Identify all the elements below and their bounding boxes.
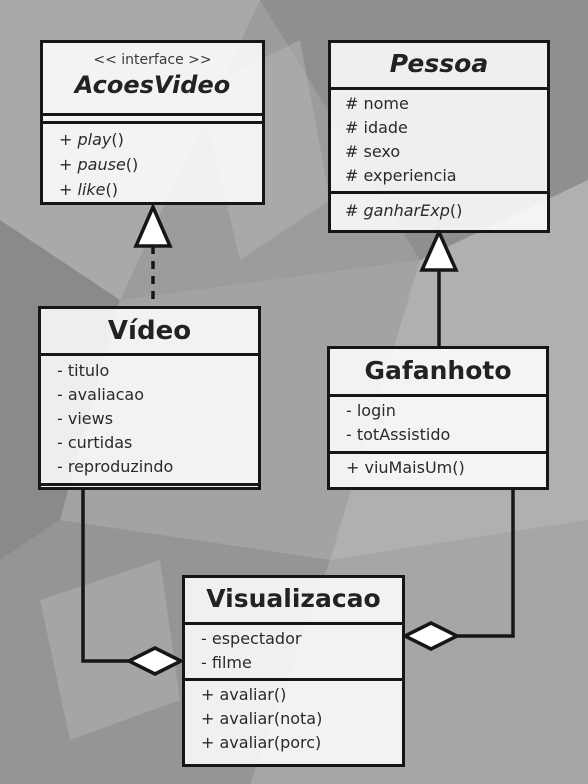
attribute-idade: # idade bbox=[345, 118, 408, 137]
attribute-tot-assistido: - totAssistido bbox=[346, 425, 451, 444]
attribute-curtidas: - curtidas bbox=[57, 433, 133, 452]
attributes-compartment: - titulo - avaliacao - views - curtidas … bbox=[41, 353, 258, 483]
class-name: Gafanhoto bbox=[364, 356, 512, 385]
class-name: Vídeo bbox=[107, 316, 192, 346]
operations-compartment: + avaliar() + avaliar(nota) + avaliar(po… bbox=[185, 678, 402, 755]
aggregation-gafanhoto-diamond bbox=[401, 621, 461, 651]
class-acoes-video: << interface >> AcoesVideo + play() + pa… bbox=[40, 40, 265, 205]
generalization-connector bbox=[419, 227, 459, 346]
attribute-titulo: - titulo bbox=[57, 361, 110, 380]
class-header: Gafanhoto bbox=[330, 349, 546, 394]
operation-avaliar-nota: + avaliar(nota) bbox=[201, 709, 323, 728]
operations-compartment bbox=[41, 483, 258, 487]
class-header: << interface >> AcoesVideo bbox=[43, 43, 262, 113]
stereotype-label: << interface >> bbox=[93, 52, 212, 68]
attribute-espectador: - espectador bbox=[201, 629, 302, 648]
operations-compartment: # ganharExp() bbox=[331, 191, 547, 223]
class-pessoa: Pessoa # nome # idade # sexo # experienc… bbox=[328, 40, 550, 233]
realization-arrowhead bbox=[133, 202, 173, 248]
attribute-experiencia: # experiencia bbox=[345, 166, 457, 185]
class-name: AcoesVideo bbox=[74, 71, 231, 99]
aggregation-video-connector bbox=[81, 489, 185, 676]
operation-viu-mais-um: + viuMaisUm() bbox=[346, 458, 465, 477]
attribute-nome: # nome bbox=[345, 94, 409, 113]
attributes-compartment: - espectador - filme bbox=[185, 622, 402, 678]
operation-pause: + pause() bbox=[59, 155, 139, 174]
operation-like: + like() bbox=[59, 180, 118, 199]
operation-ganhar-exp: # ganharExp() bbox=[345, 201, 463, 220]
attribute-views: - views bbox=[57, 409, 114, 428]
attributes-compartment bbox=[43, 113, 262, 121]
class-gafanhoto: Gafanhoto - login - totAssistido + viuMa… bbox=[327, 346, 549, 490]
operations-compartment: + play() + pause() + like() bbox=[43, 121, 262, 202]
attributes-compartment: # nome # idade # sexo # experiencia bbox=[331, 87, 547, 191]
class-name: Pessoa bbox=[389, 49, 489, 78]
operation-play: + play() bbox=[59, 130, 124, 149]
attribute-filme: - filme bbox=[201, 653, 252, 672]
aggregation-gafanhoto-connector bbox=[401, 489, 515, 651]
class-header: Vídeo bbox=[41, 309, 258, 353]
attribute-reproduzindo: - reproduzindo bbox=[57, 457, 174, 476]
realization-connector bbox=[133, 202, 173, 306]
attribute-sexo: # sexo bbox=[345, 142, 401, 161]
aggregation-video-diamond bbox=[125, 646, 185, 676]
class-header: Visualizacao bbox=[185, 578, 402, 622]
class-video: Vídeo - titulo - avaliacao - views - cur… bbox=[38, 306, 261, 490]
class-header: Pessoa bbox=[331, 43, 547, 87]
operation-avaliar: + avaliar() bbox=[201, 685, 287, 704]
generalization-arrowhead bbox=[419, 227, 459, 272]
attributes-compartment: - login - totAssistido bbox=[330, 394, 546, 451]
operations-compartment: + viuMaisUm() bbox=[330, 451, 546, 480]
attribute-login: - login bbox=[346, 401, 396, 420]
attribute-avaliacao: - avaliacao bbox=[57, 385, 145, 404]
class-visualizacao: Visualizacao - espectador - filme + aval… bbox=[182, 575, 405, 767]
operation-avaliar-porc: + avaliar(porc) bbox=[201, 733, 322, 752]
class-name: Visualizacao bbox=[206, 584, 381, 613]
